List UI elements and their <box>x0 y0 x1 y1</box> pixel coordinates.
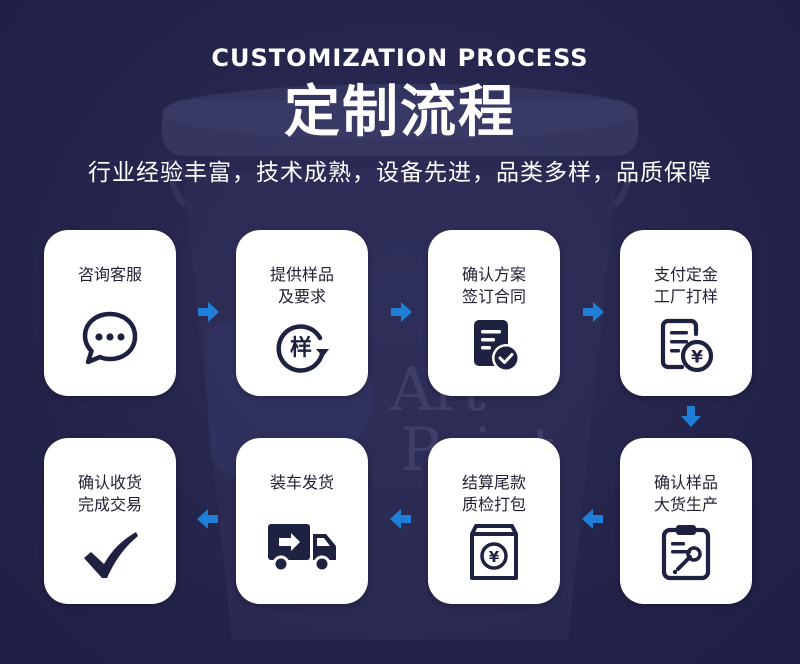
step-label: 确认方案 签订合同 <box>461 265 526 306</box>
arrow-right-icon <box>388 299 414 325</box>
step-card-confirm-production: 确认样品 大货生产 <box>620 438 752 604</box>
checkmark-icon <box>80 526 140 586</box>
document-yen-icon: ¥ <box>656 316 716 376</box>
step-card-provide-sample: 提供样品 及要求 样 <box>236 230 368 396</box>
step-card-confirm-plan: 确认方案 签订合同 <box>428 230 560 396</box>
clipboard-wrench-icon <box>656 522 716 582</box>
step-label: 确认样品 大货生产 <box>653 473 718 514</box>
delivery-truck-icon <box>266 518 338 578</box>
arrow-down-icon <box>678 403 704 429</box>
step-card-settle-pack: 结算尾款 质检打包 ¥ <box>428 438 560 604</box>
step-label: 提供样品 及要求 <box>269 265 334 306</box>
step-card-confirm-receipt: 确认收货 完成交易 <box>44 438 176 604</box>
yen-symbol: ¥ <box>489 548 500 566</box>
arrow-left-icon <box>195 506 221 532</box>
english-title: CUSTOMIZATION PROCESS <box>211 44 589 72</box>
yen-symbol: ¥ <box>691 348 703 368</box>
sample-character: 样 <box>290 335 312 361</box>
step-label: 咨询客服 <box>77 265 142 284</box>
arrow-right-icon <box>195 299 221 325</box>
step-card-shipping: 装车发货 <box>236 438 368 604</box>
arrow-right-icon <box>580 299 606 325</box>
arrow-left-icon <box>388 506 414 532</box>
step-card-deposit-sampling: 支付定金 工厂打样 ¥ <box>620 230 752 396</box>
document-check-icon <box>464 316 524 376</box>
sample-refresh-icon: 样 <box>272 316 332 376</box>
subtitle: 行业经验丰富，技术成熟，设备先进，品类多样，品质保障 <box>88 160 712 186</box>
package-yen-icon: ¥ <box>464 522 524 582</box>
step-label: 装车发货 <box>269 473 334 492</box>
step-label: 确认收货 完成交易 <box>77 473 142 514</box>
step-label: 结算尾款 质检打包 <box>461 473 526 514</box>
step-card-consult: 咨询客服 <box>44 230 176 396</box>
step-label: 支付定金 工厂打样 <box>653 265 718 306</box>
arrow-left-icon <box>580 506 606 532</box>
chat-bubble-icon <box>80 308 140 368</box>
chinese-title: 定制流程 <box>284 80 516 145</box>
